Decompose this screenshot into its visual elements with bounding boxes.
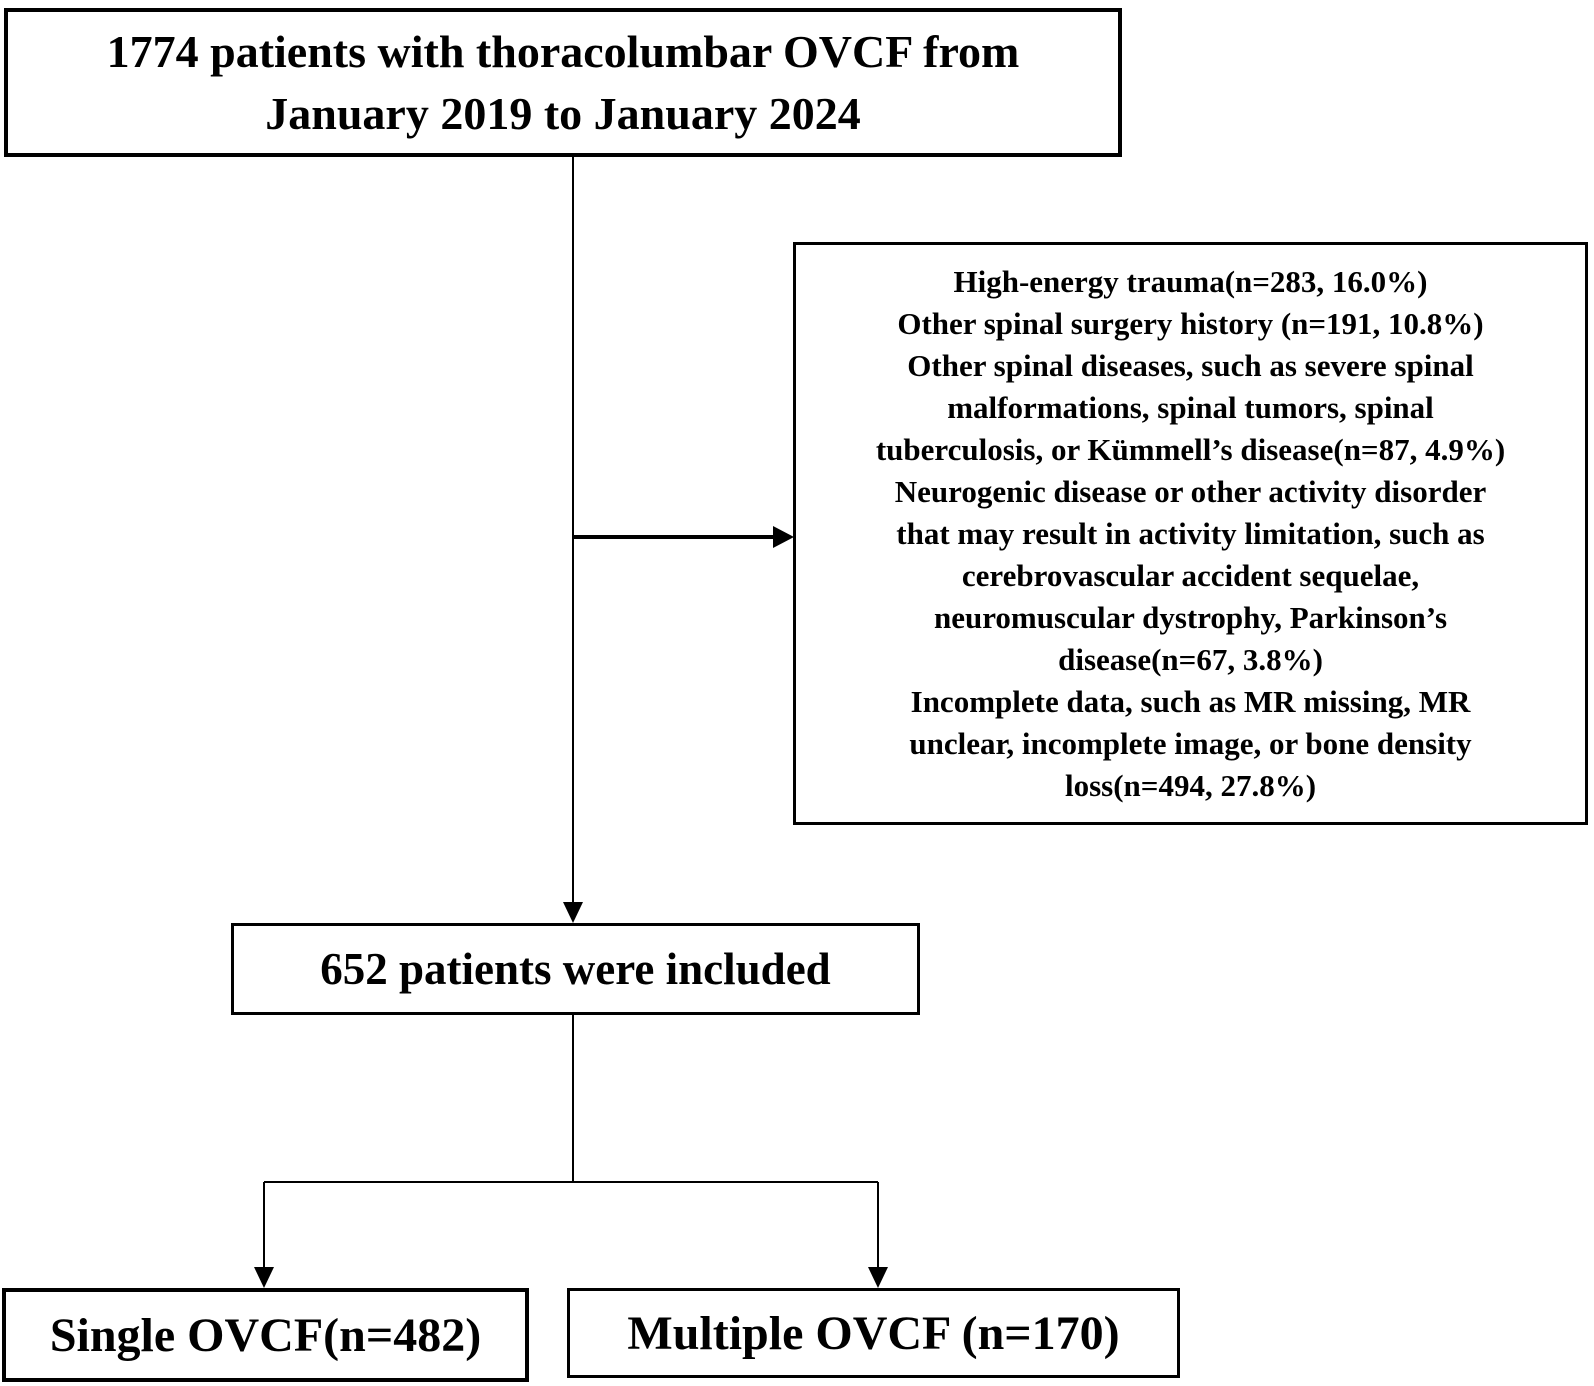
exclusion-line: High-energy trauma(n=283, 16.0%) (953, 263, 1428, 299)
exclusion-line: Other spinal surgery history (n=191, 10.… (897, 305, 1484, 341)
arrowhead-right-exclusion (773, 526, 794, 548)
single-ovcf-box: Single OVCF(n=482) (2, 1288, 529, 1382)
multiple-ovcf-box: Multiple OVCF (n=170) (567, 1288, 1180, 1378)
multiple-ovcf-label: Multiple OVCF (n=170) (627, 1306, 1120, 1360)
included-label: 652 patients were included (320, 944, 831, 994)
arrowhead-down-included (563, 902, 583, 923)
exclusion-line: Other spinal diseases, such as severe sp… (907, 347, 1474, 383)
exclusion-line: loss(n=494, 27.8%) (1064, 767, 1317, 803)
exclusion-line: unclear, incomplete image, or bone densi… (909, 725, 1472, 761)
exclusion-line: that may result in activity limitation, … (896, 515, 1485, 551)
exclusion-line: cerebrovascular accident sequelae, (961, 557, 1420, 593)
exclusion-line: tuberculosis, or Kümmell’s disease(n=87,… (875, 431, 1506, 467)
arrowhead-down-single (254, 1267, 274, 1288)
arrowhead-down-multiple (868, 1267, 888, 1288)
enrollment-line-1: 1774 patients with thoracolumbar OVCF fr… (106, 25, 1020, 77)
exclusion-line: neuromuscular dystrophy, Parkinson’s (933, 599, 1448, 635)
exclusion-line: malformations, spinal tumors, spinal (947, 389, 1434, 425)
exclusion-line: Incomplete data, such as MR missing, MR (910, 683, 1471, 719)
enrollment-line-2: January 2019 to January 2024 (265, 87, 861, 139)
exclusion-line: Neurogenic disease or other activity dis… (894, 473, 1487, 509)
single-ovcf-label: Single OVCF(n=482) (49, 1308, 482, 1362)
included-box: 652 patients were included (231, 923, 920, 1015)
exclusion-line: disease(n=67, 3.8%) (1058, 641, 1323, 677)
exclusion-box: High-energy trauma(n=283, 16.0%) Other s… (793, 242, 1588, 825)
enrollment-box: 1774 patients with thoracolumbar OVCF fr… (4, 8, 1122, 157)
